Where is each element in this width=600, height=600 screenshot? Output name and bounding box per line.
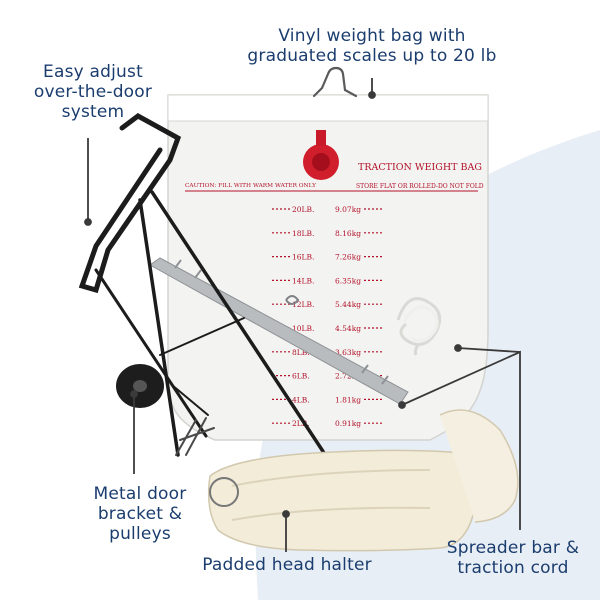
scale-kg-label: 3.63kg (335, 348, 361, 357)
callout-lines (84, 78, 521, 552)
scale-lb-label: 18LB. (292, 229, 314, 238)
label-vinyl-weight-bag: Vinyl weight bag with graduated scales u… (247, 26, 497, 66)
scale-kg-label: 4.54kg (335, 324, 361, 333)
door-bracket (78, 113, 332, 464)
scale-kg-label: 2.72kg (335, 372, 361, 381)
scale-lb-label: 20LB. (292, 205, 314, 214)
scale-lb-label: 4LB. (292, 395, 310, 404)
scale-kg-label: 8.16kg (335, 229, 361, 238)
scale-row: 12LB. 5.44kg (272, 300, 384, 309)
label-spreader-bar-cord: Spreader bar & traction cord (446, 538, 580, 578)
scale-kg-label: 5.44kg (335, 300, 361, 309)
scale-row: 2LB. 0.91kg (272, 419, 384, 428)
scale-lb-label: 16LB. (292, 253, 314, 262)
scale-row: 4LB. 1.81kg (272, 395, 384, 404)
bag-caution: CAUTION: FILL WITH WARM WATER ONLY (185, 183, 316, 189)
scale-lb-label: 8LB. (292, 348, 310, 357)
scale-lb-label: 6LB. (292, 372, 310, 381)
bag-hook (312, 66, 358, 98)
scale-lb-label: 14LB. (292, 276, 314, 285)
scale-row: 8LB. 3.63kg (272, 348, 384, 357)
bag-scale: 20LB. 9.07kg 18LB. 8.16kg 16LB. 7.26kg 14LB. 6.… (272, 205, 384, 428)
scale-kg-label: 0.91kg (335, 419, 361, 428)
scale-kg-label: 6.35kg (335, 276, 361, 285)
scale-kg-label: 1.81kg (335, 395, 361, 404)
weight-bag: TRACTION WEIGHT BAG CAUTION: FILL WITH W… (167, 66, 489, 441)
head-halter (207, 409, 519, 552)
label-metal-bracket-pulleys: Metal door bracket & pulleys (93, 484, 187, 544)
scale-row: 20LB. 9.07kg (272, 205, 384, 214)
scale-kg-label: 7.26kg (335, 253, 361, 262)
scale-row: 18LB. 8.16kg (272, 229, 384, 238)
label-padded-head-halter: Padded head halter (202, 555, 372, 575)
scale-lb-label: 12LB. (292, 300, 314, 309)
scale-lb-label: 2LB. (292, 419, 310, 428)
spreader-bar (149, 257, 409, 405)
scale-kg-label: 9.07kg (335, 205, 361, 214)
label-over-the-door-system: Easy adjust over-the-door system (33, 62, 153, 122)
bag-store: STORE FLAT OR ROLLED-DO NOT FOLD (356, 183, 484, 190)
pulley (116, 364, 164, 408)
scale-row: 16LB. 7.26kg (272, 253, 384, 262)
bag-title: TRACTION WEIGHT BAG (358, 162, 482, 173)
scale-row: 14LB. 6.35kg (272, 276, 384, 285)
scale-lb-label: 10LB. (292, 324, 314, 333)
traction-cord (396, 297, 442, 356)
